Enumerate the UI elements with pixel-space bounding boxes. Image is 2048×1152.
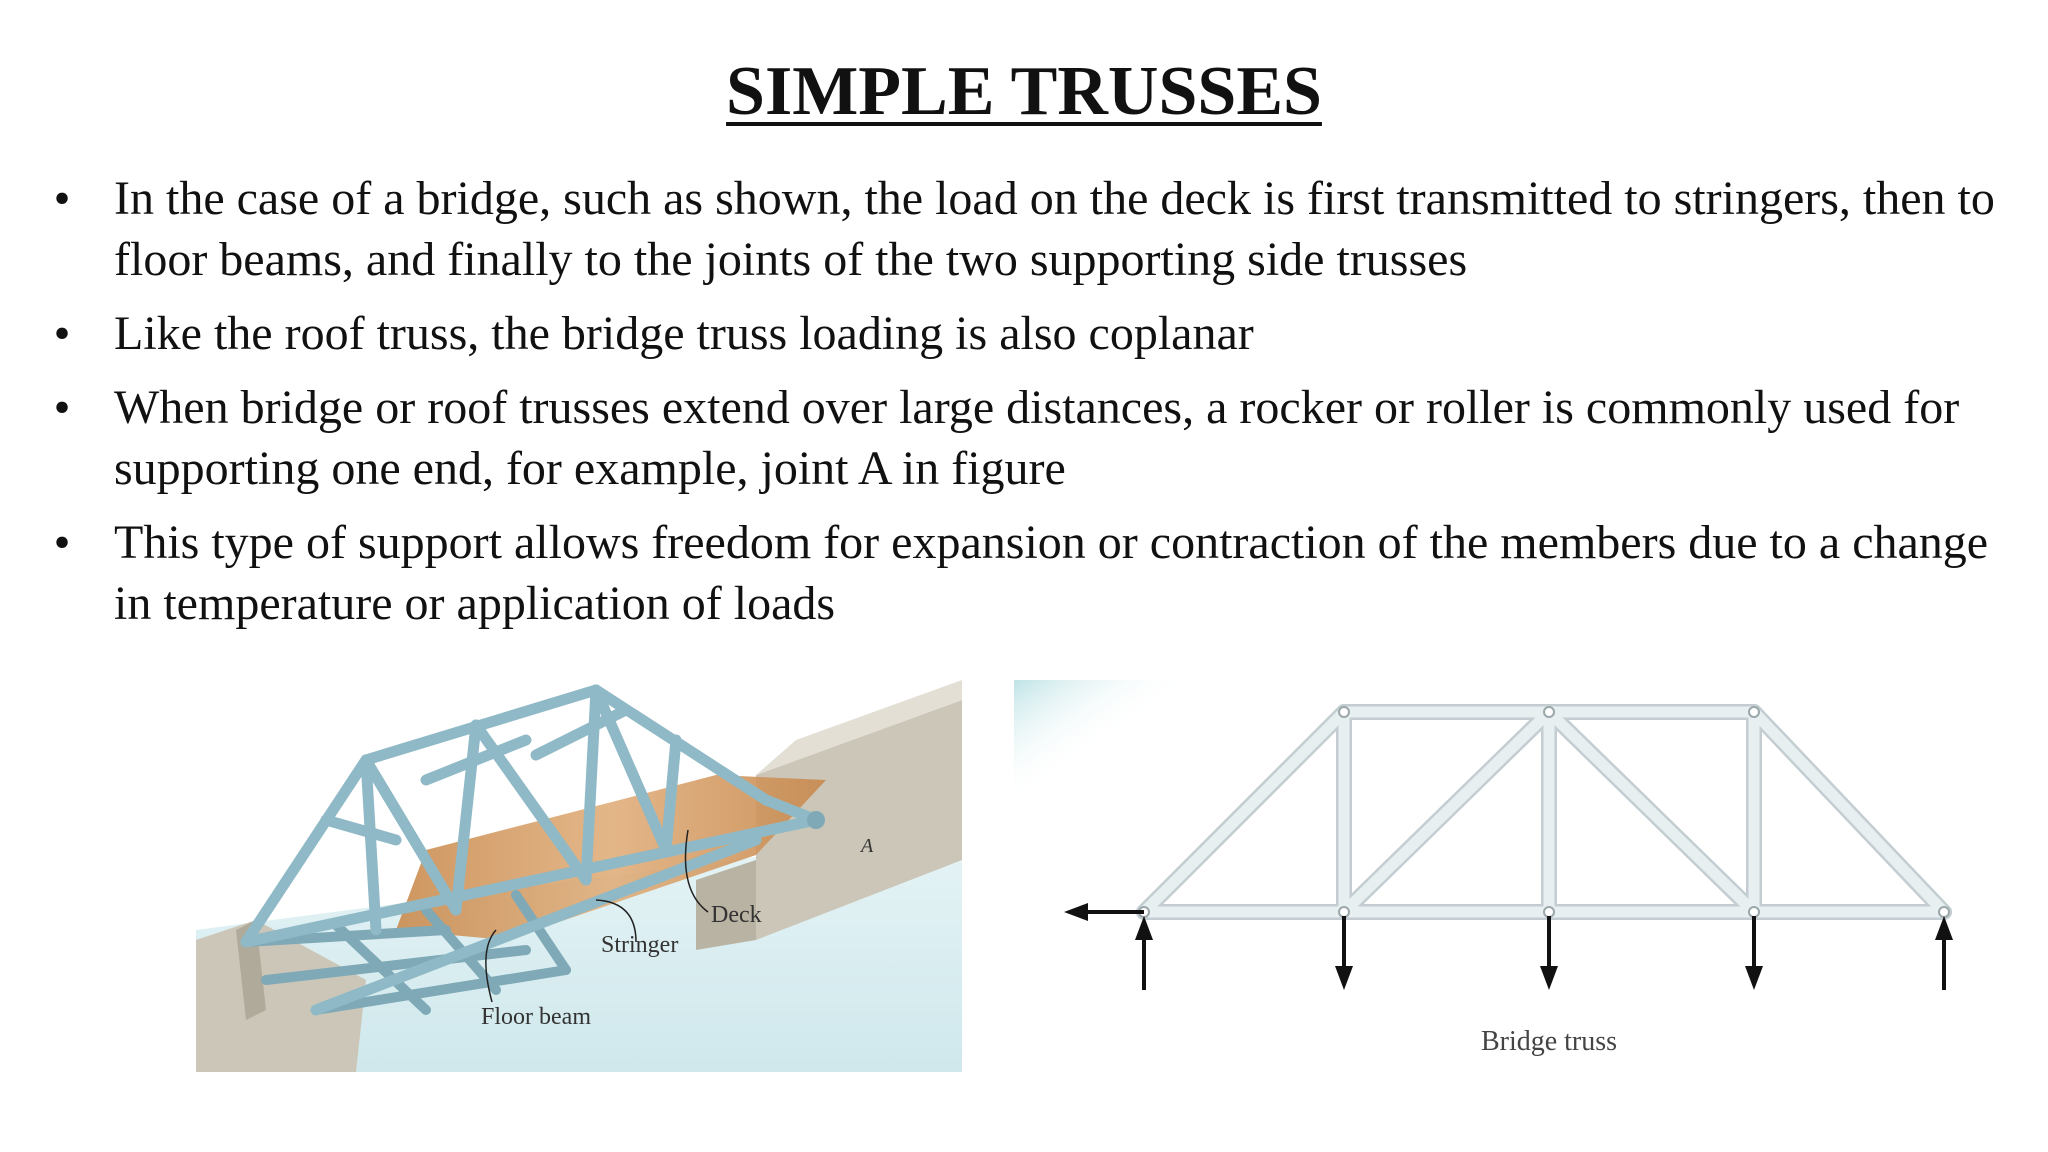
label-floor-beam: Floor beam (481, 1004, 591, 1030)
bridge-illustration: A Deck Stringer Floor beam (196, 680, 962, 1072)
bullet-text: In the case of a bridge, such as shown, … (114, 172, 1995, 286)
slide-title: SIMPLE TRUSSES (726, 53, 1322, 130)
right-vertical-reaction-arrow (1935, 916, 1953, 990)
bullet-item: • Like the roof truss, the bridge truss … (52, 303, 2012, 364)
bridge-truss-caption: Bridge truss (1481, 1026, 1617, 1057)
diagram-background-tint (1014, 680, 1274, 860)
label-leaders (485, 829, 709, 1003)
deck (396, 775, 826, 940)
bullet-marker: • (53, 516, 71, 569)
bullet-item: • When bridge or roof trusses extend ove… (52, 377, 2012, 499)
label-joint-a: A (859, 835, 874, 857)
bridge-truss-diagram: Bridge truss (1014, 680, 1964, 1080)
rocker-support-a (807, 811, 825, 829)
load-arrow (1540, 916, 1558, 990)
bullet-list: • In the case of a bridge, such as shown… (52, 168, 2012, 647)
load-arrow (1745, 916, 1763, 990)
bullet-marker: • (53, 307, 71, 360)
horizontal-reaction-arrow (1064, 903, 1144, 921)
load-arrow (1335, 916, 1353, 990)
bullet-marker: • (53, 381, 71, 434)
bridge-truss-diagram-svg: Bridge truss (1014, 680, 1953, 1057)
bullet-text: This type of support allows freedom for … (114, 516, 1989, 630)
bullet-item: • This type of support allows freedom fo… (52, 512, 2012, 634)
right-abutment (756, 700, 962, 940)
left-abutment (196, 920, 366, 1072)
label-deck: Deck (711, 902, 762, 928)
bridge-illustration-svg: A Deck Stringer Floor beam (196, 680, 962, 1072)
bullet-marker: • (53, 172, 71, 225)
label-stringer: Stringer (601, 932, 678, 958)
left-vertical-reaction-arrow (1135, 916, 1153, 990)
right-abutment-top (756, 680, 962, 775)
bullet-item: • In the case of a bridge, such as shown… (52, 168, 2012, 290)
right-abutment-face (696, 860, 756, 950)
bullet-text: When bridge or roof trusses extend over … (114, 381, 1960, 495)
bullet-text: Like the roof truss, the bridge truss lo… (114, 307, 1254, 360)
